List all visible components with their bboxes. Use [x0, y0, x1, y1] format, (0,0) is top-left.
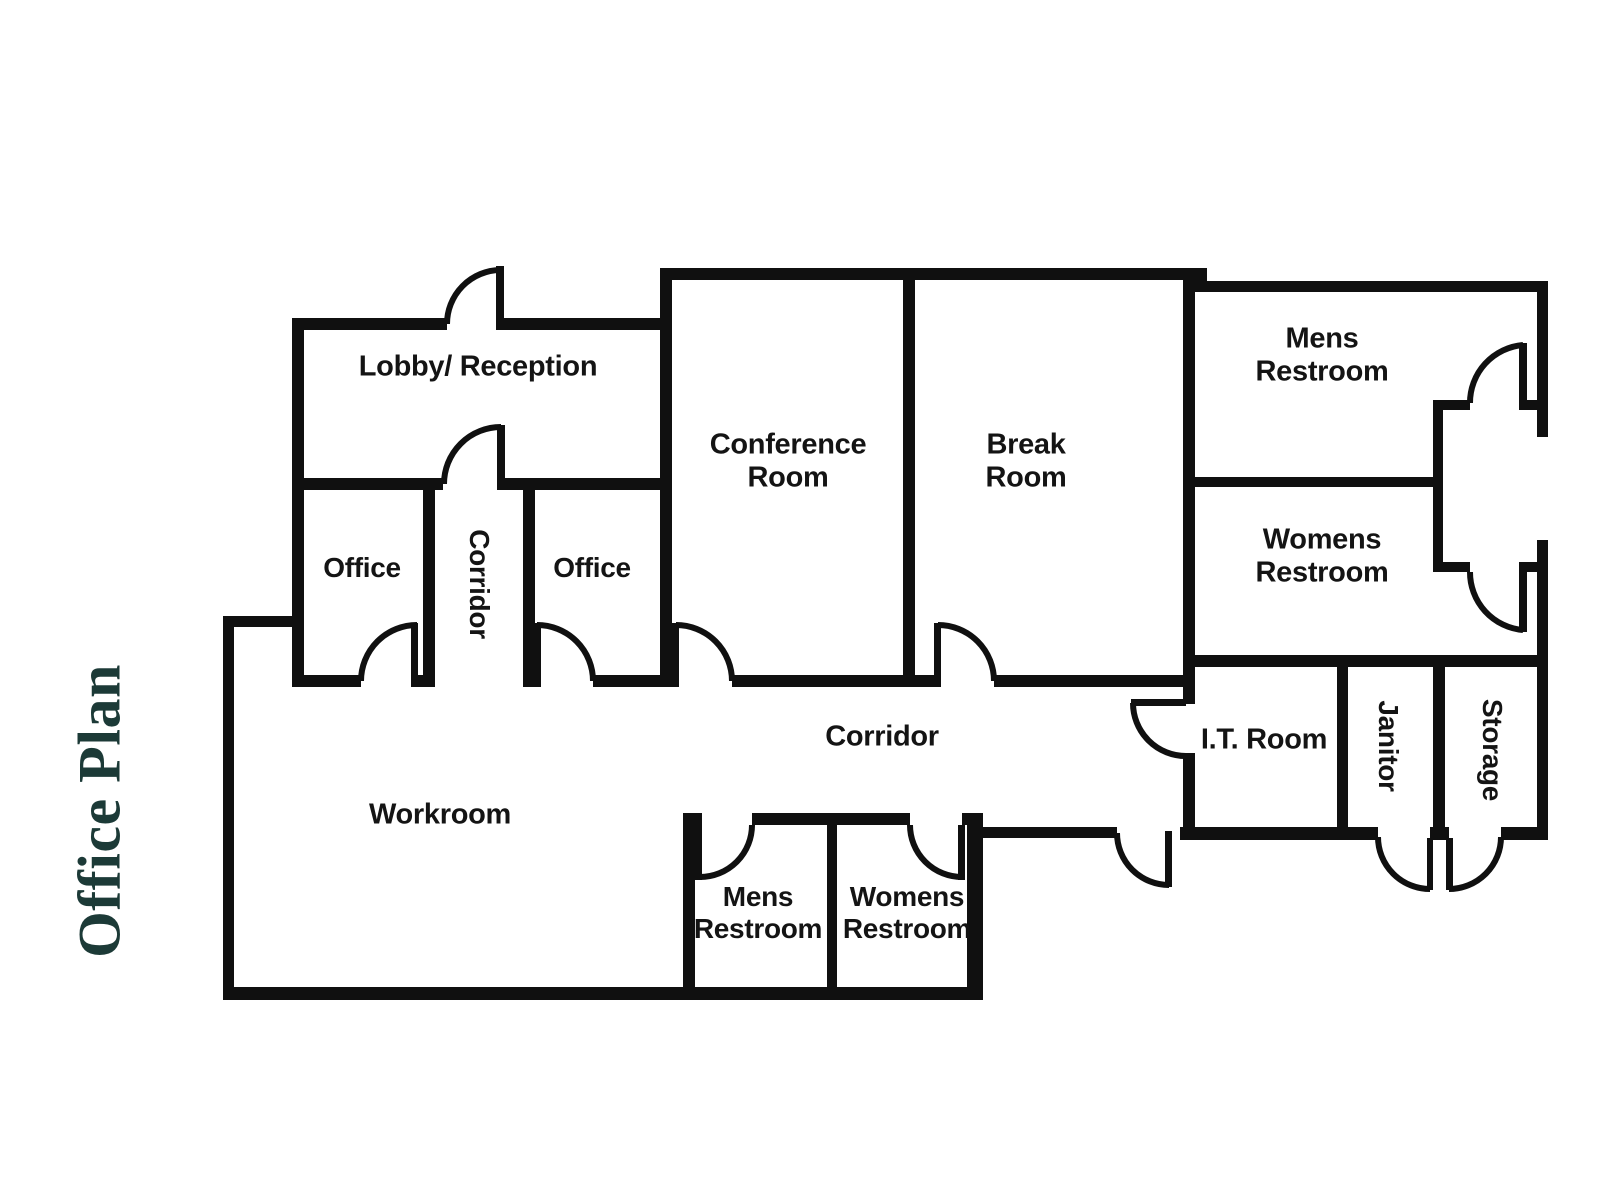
door-leaf — [411, 623, 418, 687]
wall-segment — [292, 490, 304, 687]
room-label-mens-restroom-bottom: Mens Restroom — [693, 880, 823, 944]
room-label-janitor: Janitor — [1373, 700, 1405, 792]
wall-segment — [660, 268, 1195, 280]
room-label-conference: Conference Room — [709, 428, 867, 494]
wall-segment — [292, 318, 447, 330]
wall-segment — [1180, 827, 1378, 840]
wall-segment — [1501, 827, 1548, 840]
wall-segment — [1433, 400, 1443, 572]
door-arc-mens-restroom-bottom — [699, 824, 755, 880]
door-leaf — [534, 623, 541, 687]
wall-segment — [1183, 753, 1195, 838]
wall-segment — [523, 675, 537, 687]
door-leaf — [695, 825, 702, 880]
room-label-womens-restroom-bottom: Womens Restroom — [842, 880, 972, 944]
wall-segment — [417, 675, 435, 687]
wall-segment — [827, 813, 837, 1000]
room-label-it-room: I.T. Room — [1200, 723, 1328, 756]
door-arc-mens-restroom-top — [1466, 342, 1524, 404]
door-leaf — [672, 623, 679, 687]
wall-segment — [423, 490, 435, 675]
wall-segment — [1537, 281, 1548, 437]
wall-segment — [903, 268, 915, 687]
room-label-lobby: Lobby/ Reception — [358, 350, 598, 383]
wall-segment — [1537, 540, 1548, 840]
wall-segment — [223, 987, 983, 1000]
page-title: Office Plan — [66, 664, 133, 958]
door-arc-janitor — [1375, 836, 1431, 892]
door-leaf — [497, 425, 505, 490]
door-leaves — [411, 266, 1527, 890]
door-arc-office-right — [536, 622, 596, 682]
wall-segment — [1519, 400, 1548, 410]
room-label-mens-restroom-top: Mens Restroom — [1255, 322, 1389, 388]
room-label-break-room: Break Room — [985, 428, 1067, 494]
wall-segment — [1433, 562, 1470, 572]
wall-segment — [1183, 655, 1548, 667]
wall-segment — [292, 675, 361, 687]
wall-segment — [1195, 477, 1433, 487]
door-arc-office-left — [358, 622, 418, 682]
wall-segment — [1519, 562, 1548, 572]
room-label-storage: Storage — [1477, 698, 1509, 802]
door-leaf — [1519, 343, 1527, 405]
door-swing-arcs — [358, 267, 1524, 892]
wall-segment — [523, 490, 535, 675]
wall-segment — [1337, 667, 1348, 838]
room-label-workroom: Workroom — [368, 798, 512, 831]
door-arc-womens-restroom-top — [1466, 571, 1524, 633]
room-label-office-left: Office — [323, 551, 401, 583]
door-arc-conference — [675, 622, 735, 682]
wall-segment — [500, 318, 672, 330]
wall-segment — [1433, 667, 1445, 838]
door-arc-lobby-entrance — [444, 267, 501, 325]
wall-segment — [1433, 400, 1470, 410]
door-leaf — [1427, 838, 1433, 890]
room-label-womens-restroom-top: Womens Restroom — [1255, 523, 1389, 589]
doors — [358, 266, 1527, 892]
room-label-corridor-vertical: Corridor — [464, 529, 496, 639]
wall-segment — [223, 616, 304, 627]
wall-segment — [732, 675, 935, 687]
door-arc-womens-restroom-bottom — [907, 824, 963, 880]
wall-segment — [1430, 827, 1449, 840]
door-leaf — [1446, 838, 1453, 890]
door-leaf — [496, 266, 504, 330]
door-leaf — [1165, 831, 1172, 887]
wall-segment — [660, 268, 672, 687]
wall-segment — [593, 675, 672, 687]
door-arc-break-room — [937, 622, 997, 682]
door-arc-corridor-exit — [1114, 832, 1170, 888]
door-arc-storage — [1448, 836, 1504, 892]
wall-segment — [292, 478, 443, 490]
room-label-office-right: Office — [553, 551, 631, 583]
wall-segment — [967, 813, 983, 1000]
door-leaf — [1131, 699, 1186, 706]
wall-segment — [223, 616, 234, 1000]
door-arc-lobby-corridor — [441, 424, 502, 485]
wall-segment — [683, 813, 695, 1000]
wall-segment — [1195, 268, 1207, 281]
door-arc-it-room — [1130, 702, 1187, 759]
walls — [223, 268, 1548, 1000]
door-leaf — [1519, 570, 1527, 632]
wall-segment — [994, 675, 1183, 687]
wall-segment — [500, 478, 672, 490]
door-leaf — [958, 825, 965, 880]
wall-segment — [1195, 281, 1548, 292]
door-leaf — [934, 623, 941, 687]
wall-segment — [983, 827, 1117, 838]
room-label-corridor-main: Corridor — [825, 720, 939, 753]
wall-segment — [1183, 268, 1195, 704]
wall-segment — [292, 318, 304, 490]
